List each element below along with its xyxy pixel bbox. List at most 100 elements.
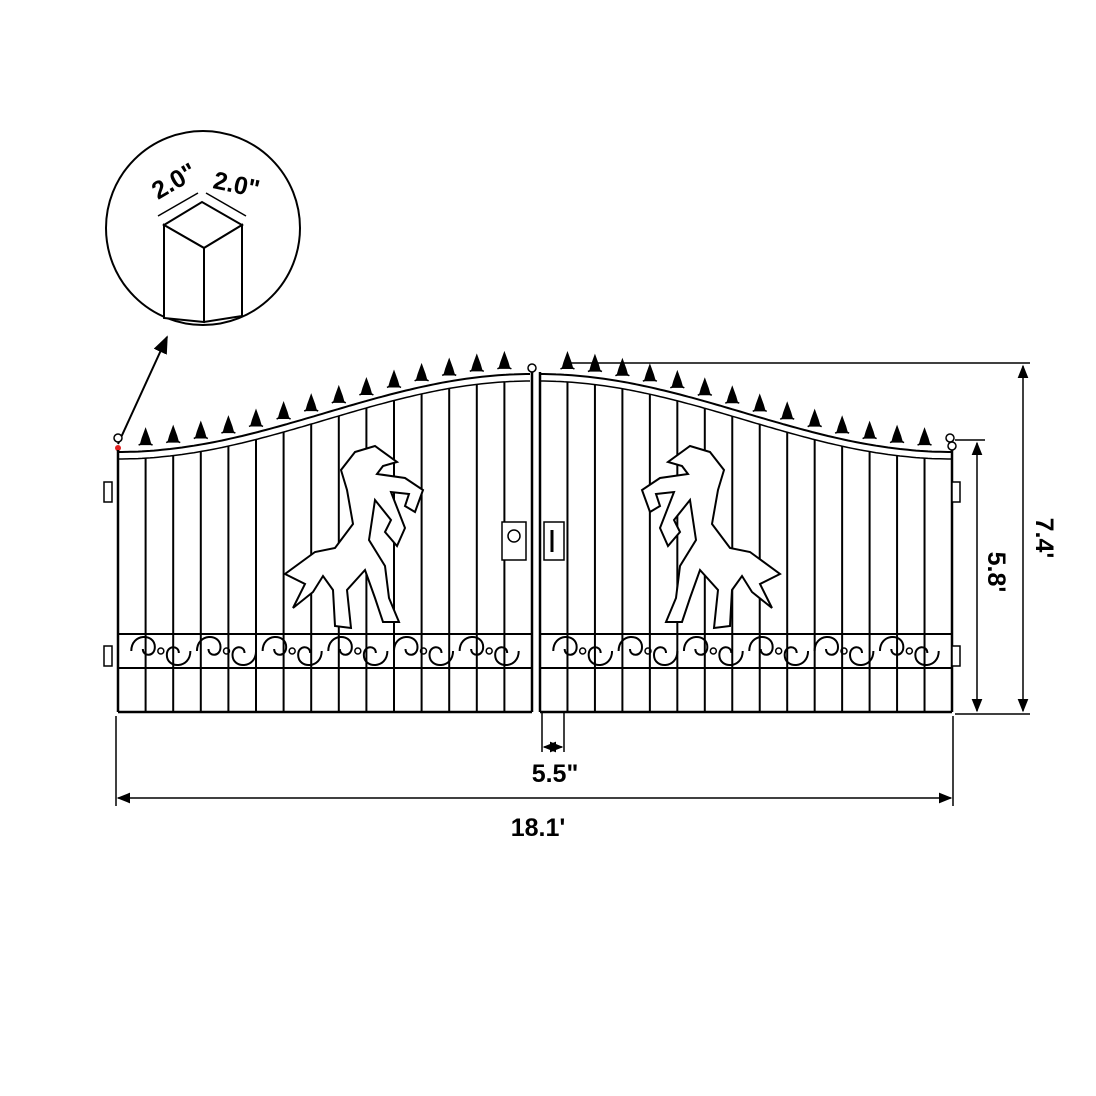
scroll-ornament bbox=[587, 646, 614, 666]
finial-spear bbox=[863, 420, 876, 439]
finial-spear bbox=[277, 401, 290, 420]
finial-spear bbox=[643, 363, 656, 382]
scroll-ornament bbox=[494, 646, 520, 666]
finial-collar bbox=[193, 435, 209, 440]
finial-spear bbox=[781, 401, 794, 420]
scroll-ornament bbox=[261, 636, 288, 656]
scroll-ornament bbox=[652, 646, 679, 666]
left-leaf-post-cap bbox=[527, 363, 537, 373]
finial-spear bbox=[698, 377, 711, 396]
post-right-face bbox=[203, 223, 243, 324]
finial-collar bbox=[834, 430, 850, 434]
left-post-cap bbox=[113, 433, 123, 443]
post-height-dimension: 5.8' bbox=[955, 439, 1010, 713]
finial-collar bbox=[359, 392, 374, 396]
overall-width-dimension: 18.1' bbox=[115, 716, 954, 842]
finial-collar bbox=[724, 400, 740, 404]
scroll-ornament bbox=[783, 646, 810, 666]
scroll-ornament bbox=[297, 646, 323, 666]
scroll-ornament bbox=[617, 636, 644, 656]
finial-collar bbox=[165, 439, 181, 444]
right-horse-ornament bbox=[640, 444, 782, 630]
peak-height-dimension: 7.4' bbox=[568, 362, 1058, 715]
finial-collar bbox=[221, 430, 236, 434]
finial-collar bbox=[414, 378, 429, 382]
scroll-ornament bbox=[428, 646, 455, 666]
finial-collar bbox=[669, 385, 685, 389]
finial-collar bbox=[441, 372, 457, 377]
finial-collar bbox=[889, 439, 905, 444]
finial-spear bbox=[836, 415, 849, 434]
scroll-center bbox=[644, 647, 652, 655]
post-detail-callout: 2.0" 2.0" bbox=[105, 130, 301, 451]
finial-collar bbox=[248, 423, 264, 428]
left-leaf-arch-rail bbox=[118, 373, 530, 453]
scroll-center bbox=[288, 647, 296, 655]
finial-spear bbox=[561, 350, 574, 369]
scroll-center bbox=[840, 647, 848, 655]
right-leaf-arch-rail bbox=[540, 373, 952, 453]
post-detail-circle bbox=[105, 130, 301, 326]
finial-collar bbox=[917, 442, 932, 446]
scroll-ornament bbox=[682, 636, 709, 656]
finial-spear bbox=[918, 427, 931, 446]
scroll-ornament bbox=[813, 636, 840, 656]
finial-spear bbox=[470, 353, 483, 372]
hinge-bracket bbox=[951, 645, 961, 667]
finial-collar bbox=[807, 423, 823, 428]
finial-spear bbox=[753, 393, 766, 412]
scroll-ornament bbox=[362, 646, 389, 666]
scroll-ornament bbox=[748, 636, 774, 656]
center-gap-label: 5.5" bbox=[532, 760, 579, 788]
finial-spear bbox=[415, 362, 428, 381]
finial-collar bbox=[560, 366, 575, 370]
left-leaf-arch-rail-inner bbox=[118, 380, 530, 460]
scroll-center bbox=[419, 647, 428, 655]
scroll-ornament bbox=[914, 646, 940, 666]
finial-spear bbox=[671, 369, 684, 388]
post-height-label: 5.8' bbox=[982, 552, 1010, 593]
finial-collar bbox=[697, 392, 713, 396]
double-driveway-gate bbox=[103, 350, 961, 714]
finial-spear bbox=[167, 424, 180, 443]
scroll-ornament bbox=[231, 646, 258, 666]
finial-collar bbox=[862, 435, 877, 440]
scroll-ornament bbox=[878, 636, 905, 656]
scroll-center bbox=[157, 647, 165, 655]
finial-spear bbox=[139, 427, 152, 446]
scroll-center bbox=[774, 647, 783, 655]
finial-spear bbox=[891, 424, 904, 443]
finial-spear bbox=[222, 415, 235, 434]
latch-knob bbox=[507, 529, 521, 543]
finial-spear bbox=[194, 420, 207, 439]
scroll-center bbox=[485, 647, 493, 655]
post-leader-arrow bbox=[117, 335, 168, 445]
scroll-ornament bbox=[458, 636, 485, 656]
hinge-bracket bbox=[103, 481, 113, 503]
scroll-ornament bbox=[552, 636, 578, 656]
post-depth-label: 2.0" bbox=[211, 166, 262, 203]
right-post-cap bbox=[945, 433, 955, 443]
latch-plate-right bbox=[543, 521, 565, 561]
hinge-bracket bbox=[103, 645, 113, 667]
finial-collar bbox=[587, 368, 603, 373]
finial-spear bbox=[443, 357, 456, 376]
finial-spear bbox=[388, 369, 400, 388]
finial-collar bbox=[779, 416, 795, 420]
scroll-ornament bbox=[392, 636, 419, 656]
finial-collar bbox=[642, 378, 658, 382]
scroll-ornament bbox=[327, 636, 353, 656]
post-leader-marker bbox=[115, 445, 121, 451]
scroll-ornament bbox=[848, 646, 875, 666]
finial-collar bbox=[469, 368, 485, 373]
finial-spear bbox=[498, 350, 511, 369]
post-width-label: 2.0" bbox=[147, 158, 201, 206]
scroll-ornament bbox=[165, 646, 192, 666]
latch-plate-left bbox=[501, 521, 527, 561]
post-width-dim-line bbox=[157, 192, 199, 217]
center-gap-dimension: 5.5" bbox=[532, 712, 579, 788]
overall-width-label: 18.1' bbox=[511, 814, 566, 842]
scroll-center bbox=[578, 647, 587, 655]
finial-spear bbox=[808, 408, 821, 427]
